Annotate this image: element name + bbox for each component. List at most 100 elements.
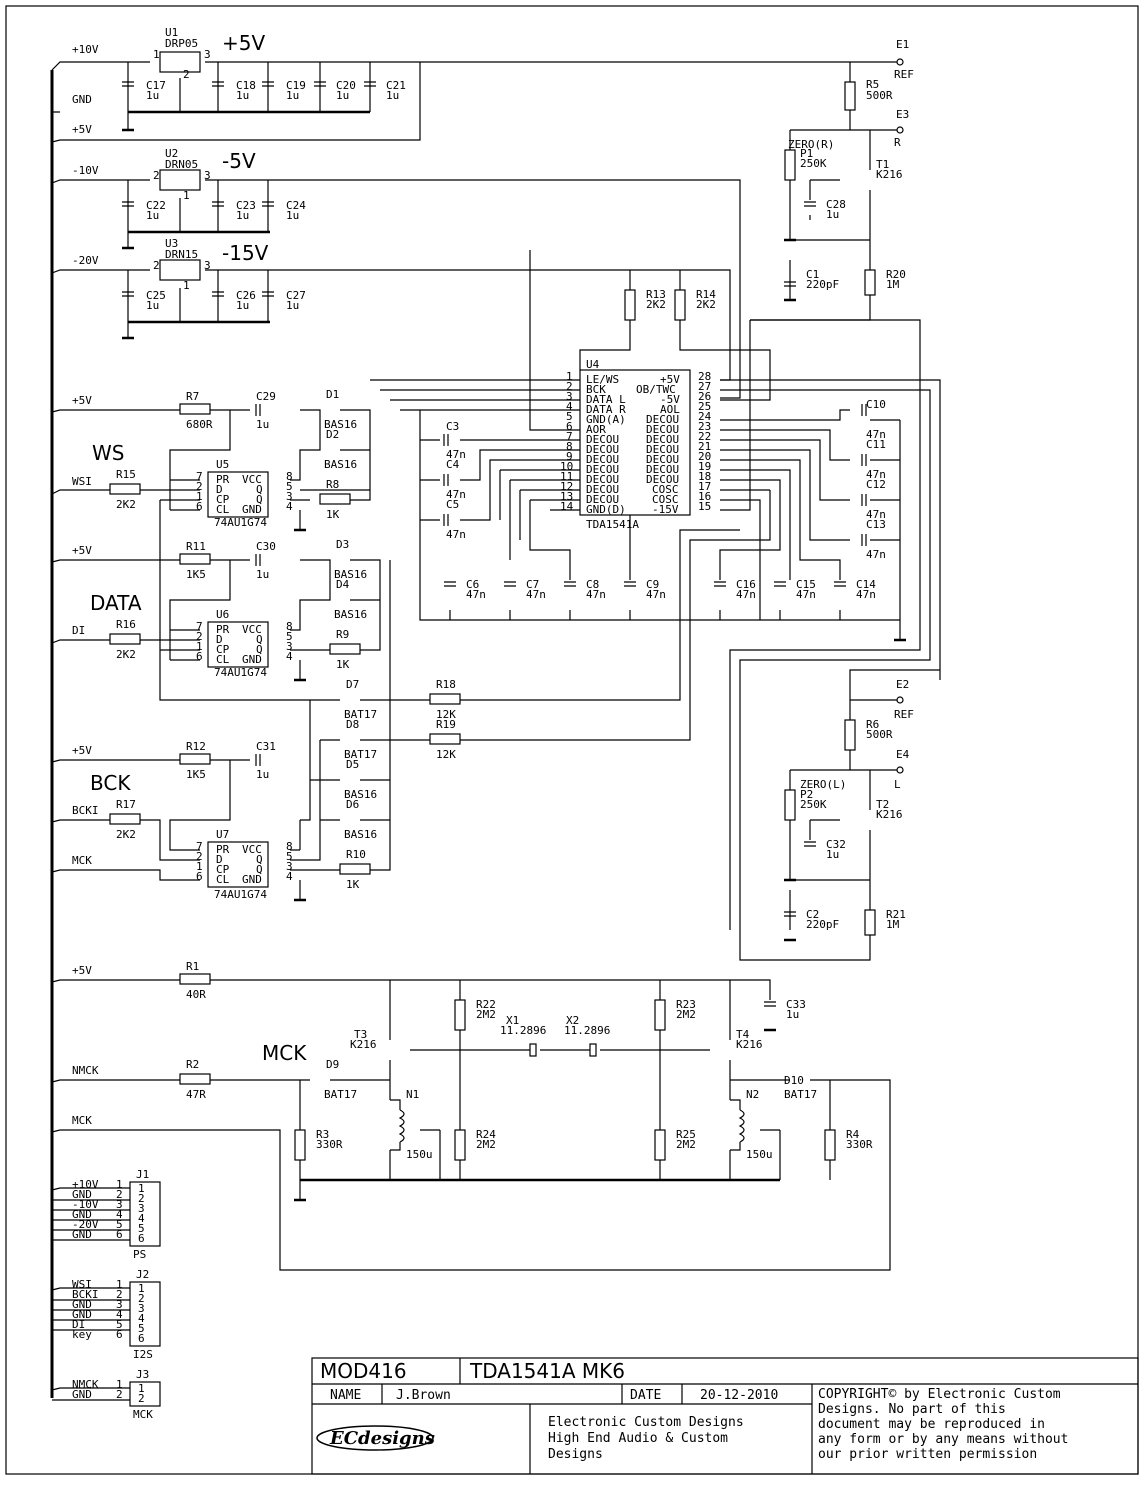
component-label: 8 (286, 620, 293, 633)
component-label: C8 (586, 578, 599, 591)
title-block: MOD416 TDA1541A MK6 NAME J.Brown DATE 20… (311, 1357, 1139, 1475)
component-label: GND(D) (586, 503, 626, 516)
component-label: E4 (896, 748, 910, 761)
component-label: 47n (866, 548, 886, 561)
author-name: J.Brown (396, 1388, 451, 1403)
component-label: C16 (736, 578, 756, 591)
component-label: DECOU (586, 433, 619, 446)
component-label: 2 (116, 1188, 123, 1201)
component-label: 5 (138, 1322, 145, 1335)
component-label: GND (72, 1388, 92, 1401)
component-label: 11.2896 (500, 1024, 546, 1037)
component-label: 6 (138, 1332, 145, 1345)
section-title: -5V (222, 149, 256, 173)
component-label: DECOU (586, 473, 619, 486)
document-date: 20-12-2010 (700, 1388, 778, 1403)
component-label: PR (216, 473, 230, 486)
net-label: NMCK (72, 1064, 99, 1077)
net-label: +5V (72, 744, 92, 757)
net-label: +5V (72, 544, 92, 557)
component-label: LE/WS (586, 373, 619, 386)
component-label: C26 (236, 289, 256, 302)
component-label: 47R (186, 1088, 206, 1101)
component-label: NMCK (72, 1378, 99, 1391)
component-label: 330R (316, 1138, 343, 1151)
component-label: C17 (146, 79, 166, 92)
component-label: DECOU (646, 433, 679, 446)
component-label: 11.2896 (564, 1024, 610, 1037)
component-label: L (894, 778, 901, 791)
component-label: 2 (138, 1192, 145, 1205)
component-label: 1 (116, 1278, 123, 1291)
component-label: 2 (153, 169, 160, 182)
component-label: 25 (698, 400, 711, 413)
component-label: 6 (138, 1232, 145, 1245)
component-label: 150u (746, 1148, 773, 1161)
component-label: T4 (736, 1028, 750, 1041)
component-label: C10 (866, 398, 886, 411)
component-label: 2 (183, 68, 190, 81)
component-label: R7 (186, 390, 199, 403)
component-label: DECOU (646, 463, 679, 476)
component-label: 1u (146, 299, 159, 312)
component-label: D6 (346, 798, 359, 811)
component-label: 47n (866, 428, 886, 441)
component-label: 2M2 (476, 1008, 496, 1021)
component-label: 8 (286, 470, 293, 483)
component-label: C21 (386, 79, 406, 92)
component-label: 6 (196, 500, 203, 513)
component-label: 40R (186, 988, 206, 1001)
component-label: 15 (698, 500, 711, 513)
component-label: COSC (652, 493, 679, 506)
component-label: 5 (566, 410, 573, 423)
component-label: 47n (466, 588, 486, 601)
component-label: 5 (286, 850, 293, 863)
component-label: R15 (116, 468, 136, 481)
net-label: GND (72, 93, 92, 106)
component-label: 3 (566, 390, 573, 403)
component-label: D1 (326, 388, 339, 401)
component-label: 2M2 (476, 1138, 496, 1151)
component-label: C20 (336, 79, 356, 92)
component-label: R23 (676, 998, 696, 1011)
component-label: 2 (196, 630, 203, 643)
component-label: 1u (336, 89, 349, 102)
component-label: 2 (196, 480, 203, 493)
component-label: 1u (286, 209, 299, 222)
component-label: R19 (436, 718, 456, 731)
net-label: -20V (72, 254, 99, 267)
component-label: C33 (786, 998, 806, 1011)
component-label: 47n (526, 588, 546, 601)
component-label: 4 (286, 650, 293, 663)
component-label: 1K5 (186, 568, 206, 581)
component-label: 12 (560, 480, 573, 493)
component-label: 16 (698, 490, 711, 503)
component-label: 2K2 (116, 648, 136, 661)
component-label: D10 (784, 1074, 804, 1087)
component-label: 47n (446, 528, 466, 541)
component-label: Q (256, 633, 263, 646)
net-label: +5V (72, 964, 92, 977)
copyright-line-5: our prior written permission (818, 1447, 1037, 1462)
component-label: 47n (446, 488, 466, 501)
label-layer: +10VGND+5V-10V-20V+5VWSI+5VDI+5VBCKIMCK+… (72, 26, 914, 1421)
component-label: BAT17 (784, 1088, 817, 1101)
section-title: +5V (222, 31, 265, 55)
component-label: GND (72, 1188, 92, 1201)
component-label: 6 (196, 870, 203, 883)
component-label: DATA R (586, 403, 626, 416)
component-label: GND (242, 653, 262, 666)
component-label: 3 (138, 1202, 145, 1215)
component-label: GND (72, 1308, 92, 1321)
component-label: 14 (560, 500, 574, 513)
component-label: C9 (646, 578, 659, 591)
component-label: J3 (136, 1368, 149, 1381)
component-label: 250K (800, 798, 827, 811)
component-label: BAT17 (324, 1088, 357, 1101)
component-label: 47n (586, 588, 606, 601)
component-label: DRN05 (165, 158, 198, 171)
component-label: U6 (216, 608, 229, 621)
component-label: 8 (286, 840, 293, 853)
component-label: X2 (566, 1014, 579, 1027)
